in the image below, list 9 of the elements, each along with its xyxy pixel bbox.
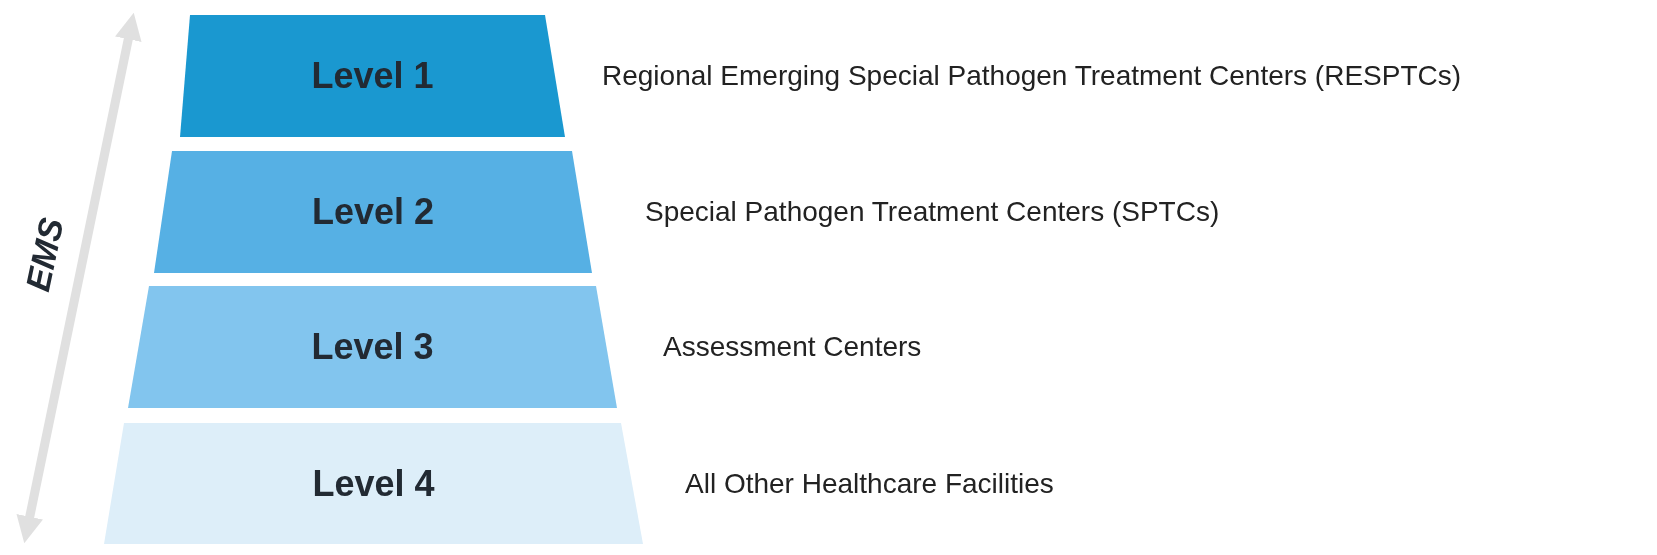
level-label: Level 2 xyxy=(311,191,435,233)
tier-description: Regional Emerging Special Pathogen Treatment Centers (RESPTCs) xyxy=(602,60,1462,92)
level-label: Level 3 xyxy=(311,326,434,368)
axis-label: EMS xyxy=(18,214,72,295)
level-label: Level 4 xyxy=(312,462,435,505)
tier-description: Assessment Centers xyxy=(663,331,922,363)
level-label: Level 1 xyxy=(311,55,434,97)
tier-description: All Other Healthcare Facilities xyxy=(685,467,1054,500)
tier-description: Special Pathogen Treatment Centers (SPTCs) xyxy=(645,196,1220,228)
